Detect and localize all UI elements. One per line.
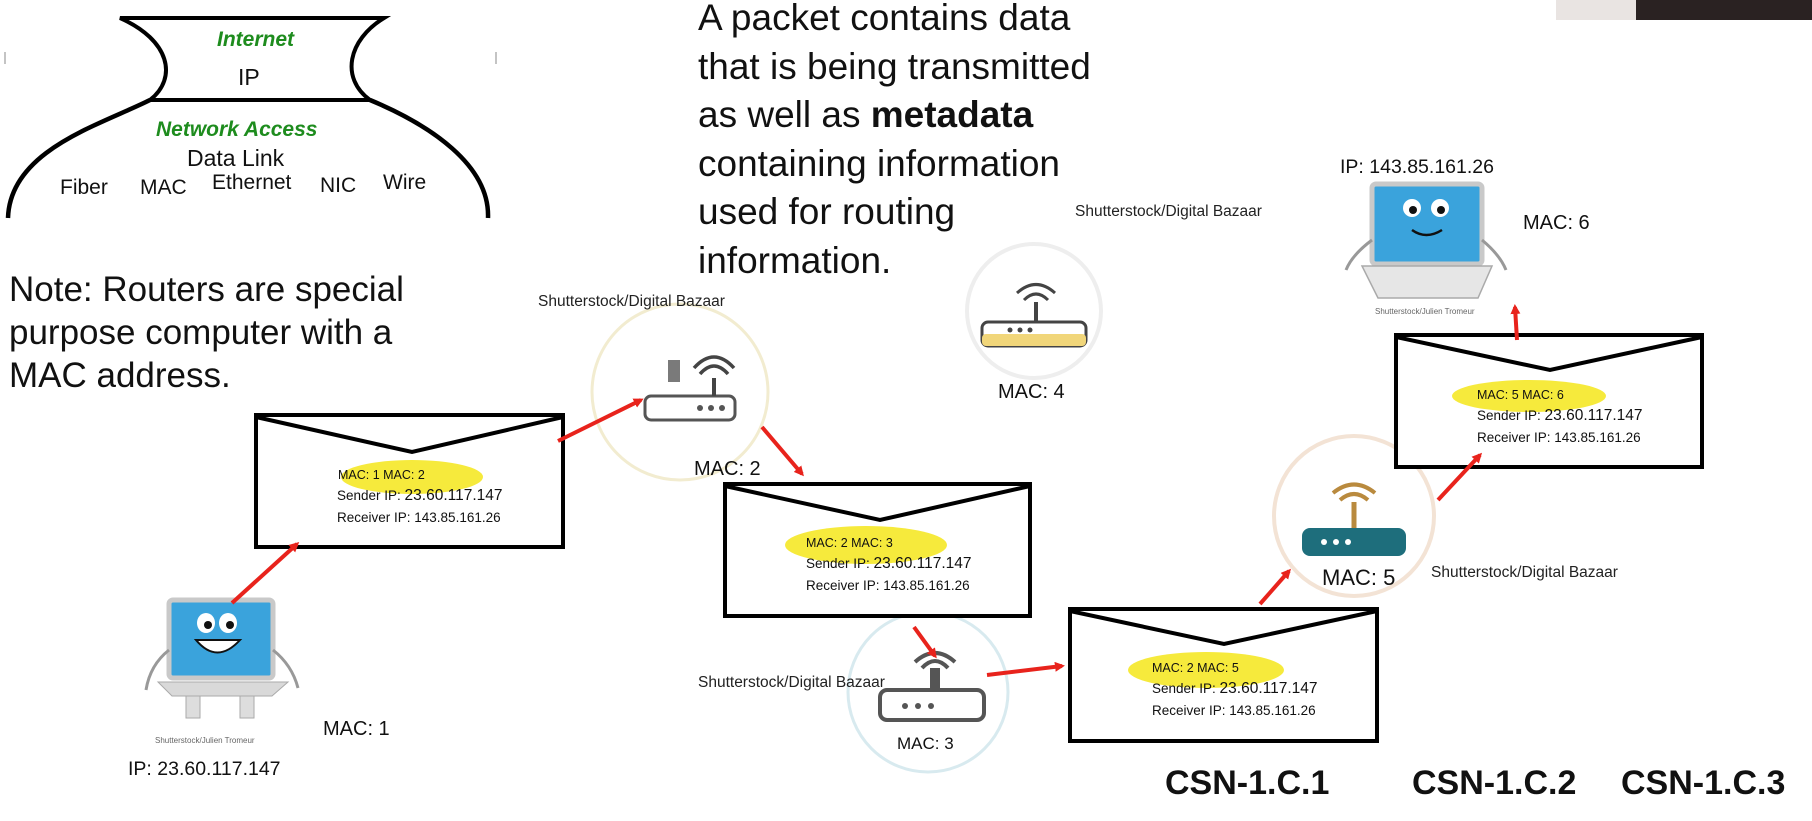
headline-text: A packet contains data that is being tra…	[698, 0, 1091, 281]
laptop-right-icon	[1344, 181, 1508, 299]
envelope-1-mac: MAC: 1 MAC: 2	[338, 468, 425, 482]
envelope-3-sender-ip: 23.60.117.147	[1219, 680, 1318, 697]
credit-router-bottom: Shutterstock/Digital Bazaar	[698, 674, 885, 691]
envelope-3	[1068, 607, 1379, 743]
credit-router-top: Shutterstock/Digital Bazaar	[1075, 203, 1262, 220]
router-top-mac: MAC: 4	[998, 381, 1065, 403]
stack-word-ethernet: Ethernet	[212, 171, 292, 194]
envelope-2	[723, 482, 1032, 618]
router-right-mac: MAC: 5	[1322, 565, 1396, 590]
credit-router-left: Shutterstock/Digital Bazaar	[538, 293, 725, 310]
envelope-1-sender-ip: 23.60.117.147	[404, 487, 503, 504]
laptop-right-mac: MAC: 6	[1523, 212, 1590, 234]
envelope-4-receiver: Receiver IP: 143.85.161.26	[1477, 430, 1641, 445]
stack-data-link-text: Data Link	[187, 145, 285, 171]
stack-word-mac: MAC	[140, 176, 187, 199]
router-left-icon	[590, 302, 770, 482]
router-bottom-icon	[846, 610, 1010, 774]
envelope-4-mac: MAC: 5 MAC: 6	[1477, 388, 1564, 402]
router-right-icon	[1272, 434, 1436, 598]
stack-ip-text: IP	[238, 64, 260, 90]
envelope-1-receiver: Receiver IP: 143.85.161.26	[337, 510, 501, 525]
protocol-stack-shape	[4, 16, 497, 219]
envelope-4-text: MAC: 5 MAC: 6 Sender IP: 23.60.117.147 R…	[1477, 388, 1643, 445]
headline-emphasis: metadata	[870, 94, 1034, 135]
envelope-1-text: MAC: 1 MAC: 2 Sender IP: 23.60.117.147 R…	[337, 468, 503, 525]
code-csn-1-c-3: CSN-1.C.3	[1621, 764, 1786, 802]
laptop-left-ip: IP: 23.60.117.147	[128, 758, 281, 780]
laptop-right-ip: IP: 143.85.161.26	[1340, 156, 1494, 178]
code-csn-1-c-1: CSN-1.C.1	[1165, 764, 1330, 802]
route-arrows	[230, 304, 1521, 677]
router-left-mac: MAC: 2	[694, 458, 761, 480]
envelope-3-receiver: Receiver IP: 143.85.161.26	[1152, 703, 1316, 718]
credit-router-right: Shutterstock/Digital Bazaar	[1431, 564, 1618, 581]
router-top-icon	[965, 242, 1103, 380]
laptop-left-icon	[144, 597, 300, 719]
envelope-2-text: MAC: 2 MAC: 3 Sender IP: 23.60.117.147 R…	[806, 536, 972, 593]
credit-laptop-left: Shutterstock/Julien Tromeur	[155, 736, 255, 745]
envelope-3-mac: MAC: 2 MAC: 5	[1152, 661, 1239, 675]
envelope-2-receiver: Receiver IP: 143.85.161.26	[806, 578, 970, 593]
stack-network-access-title: Network Access	[156, 118, 318, 141]
stack-word-nic: NIC	[320, 174, 357, 197]
code-csn-1-c-2: CSN-1.C.2	[1412, 764, 1577, 802]
routers-note: Note: Routers are special purpose comput…	[9, 270, 404, 395]
stack-word-fiber: Fiber	[60, 176, 108, 199]
envelope-3-text: MAC: 2 MAC: 5 Sender IP: 23.60.117.147 R…	[1152, 661, 1318, 718]
credit-laptop-right: Shutterstock/Julien Tromeur	[1375, 307, 1475, 316]
laptop-left-mac: MAC: 1	[323, 718, 390, 740]
stack-word-wire: Wire	[383, 171, 427, 194]
stack-internet-title: Internet	[217, 28, 295, 51]
router-bottom-mac: MAC: 3	[897, 734, 954, 753]
envelope-1	[254, 413, 565, 549]
envelope-4-sender-ip: 23.60.117.147	[1544, 407, 1643, 424]
envelope-2-mac: MAC: 2 MAC: 3	[806, 536, 893, 550]
envelope-4	[1394, 333, 1704, 469]
envelope-2-sender-ip: 23.60.117.147	[873, 555, 972, 572]
